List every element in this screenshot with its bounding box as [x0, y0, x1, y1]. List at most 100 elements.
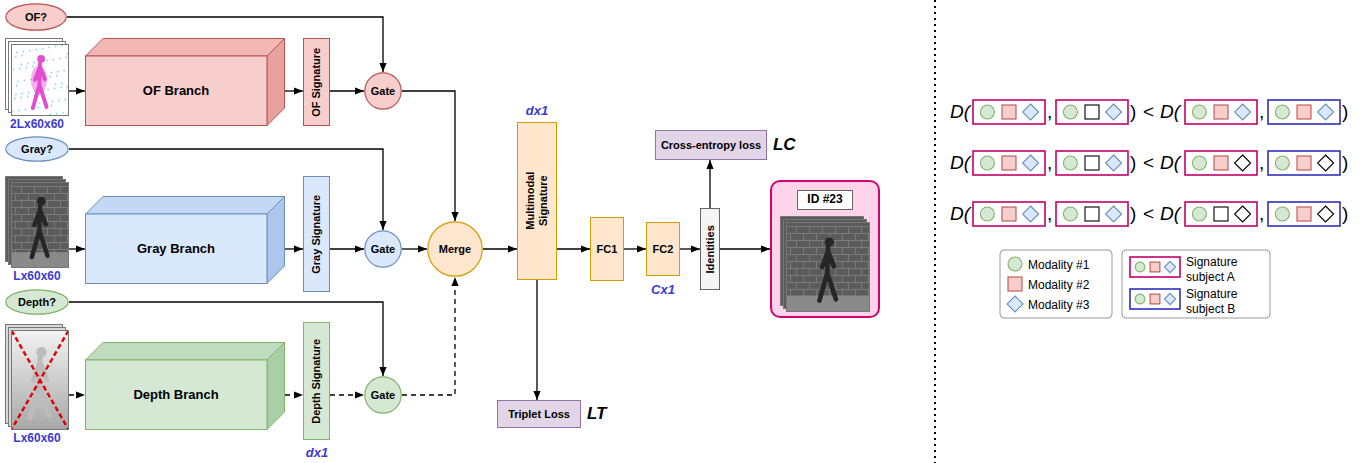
text-holder: ID #23 — [772, 188, 878, 212]
frame-ground — [12, 183, 69, 268]
frame-ground — [12, 331, 69, 430]
node-shape — [85, 342, 285, 430]
wall-line — [796, 241, 797, 248]
wall-line — [47, 187, 48, 194]
node-label: Gray? — [21, 143, 53, 156]
node-label: Cross-entropy loss — [661, 139, 761, 152]
wall-line — [842, 248, 843, 255]
node-shape — [85, 38, 285, 126]
legend-swatch — [1008, 257, 1022, 271]
modality-diamond — [1235, 155, 1251, 171]
wall-line — [54, 194, 55, 201]
wall-line — [12, 193, 69, 194]
flow-dot — [50, 105, 52, 107]
flow-dot — [26, 67, 28, 69]
wall-line — [28, 236, 29, 243]
output-box: Identities — [700, 208, 720, 290]
wall-line — [21, 201, 22, 208]
equation-symbol: , — [1047, 101, 1052, 122]
wall-line — [842, 234, 843, 241]
signature-frame — [1268, 100, 1340, 124]
label-holder: , — [1259, 151, 1264, 175]
label-holder: D( — [950, 151, 970, 175]
signature-box: Depth Signature — [303, 322, 330, 440]
wall-line — [796, 255, 797, 262]
node-shape — [5, 38, 69, 116]
wall-line — [803, 234, 804, 241]
wall-line — [796, 227, 797, 234]
wall-line — [861, 269, 862, 276]
node-label: OF Branch — [143, 84, 209, 99]
wall-line — [47, 229, 48, 236]
equation-symbol: , — [1259, 203, 1264, 224]
legend-text: Modality #3 — [1028, 298, 1089, 312]
cube-front — [86, 56, 268, 126]
modality-diamond — [1106, 155, 1122, 171]
ellipse-outline — [6, 137, 68, 161]
equation-symbol: D( — [950, 152, 970, 173]
loss-symbol: LC — [773, 135, 796, 155]
modality-square — [1002, 207, 1016, 221]
text-holder: OF Branch — [85, 56, 267, 126]
legend-entry: Modality #1 — [1028, 256, 1089, 272]
equation-symbol: , — [1047, 152, 1052, 173]
node-shape — [5, 176, 69, 268]
connector-arrow — [402, 248, 427, 249]
merge-circle: Merge — [427, 221, 483, 277]
flow-dot — [57, 71, 59, 73]
modality-diamond — [1235, 206, 1251, 222]
loss-box: Triplet LossLT — [497, 400, 581, 428]
fc-layer: FC1 — [590, 217, 624, 281]
node-label: Identities — [704, 225, 717, 273]
label-holder: ) — [1342, 100, 1348, 124]
wall-line — [855, 262, 856, 269]
flow-dot — [35, 49, 37, 51]
modality-diamond — [1007, 296, 1023, 312]
modality-switch: Depth? — [5, 289, 69, 315]
flow-dot — [56, 75, 58, 77]
flow-dot — [51, 101, 53, 103]
equation-symbol: D( — [1160, 203, 1180, 224]
frame-picture — [12, 45, 69, 116]
input-frames: Lx60x60 — [5, 176, 69, 284]
wall-line — [842, 262, 843, 269]
signature-frame — [1056, 202, 1128, 226]
text-holder: Cross-entropy loss — [656, 131, 766, 159]
wall-line — [816, 276, 817, 283]
label-holder: , — [1259, 202, 1264, 226]
flow-dot — [62, 112, 64, 114]
wall-line — [12, 186, 69, 187]
signature-frame — [1130, 289, 1180, 309]
wall-line — [67, 208, 68, 215]
flow-dot — [21, 93, 23, 95]
dimension-label: Lx60x60 — [13, 432, 60, 446]
flow-dot — [59, 58, 61, 60]
flow-dot — [42, 48, 44, 50]
floor — [787, 295, 870, 311]
modality-diamond — [1318, 206, 1334, 222]
connector-arrow — [709, 160, 710, 208]
label-holder: < — [1143, 100, 1154, 124]
connector-arrow — [330, 394, 364, 395]
text-holder: Gate — [364, 72, 402, 110]
circle-outline — [428, 222, 482, 276]
wall-line — [809, 255, 810, 262]
flow-dot — [33, 62, 35, 64]
connector-arrow — [285, 90, 303, 91]
connector-arrow — [69, 394, 85, 395]
node-label: Gray Signature — [310, 195, 323, 274]
connector-arrow — [285, 248, 303, 249]
cube-side — [267, 197, 285, 284]
flow-dot — [48, 47, 50, 49]
wall-line — [855, 276, 856, 283]
signature-frame — [1130, 257, 1180, 277]
wall-line — [21, 215, 22, 222]
frame-picture — [787, 223, 870, 312]
text-holder: Gate — [364, 230, 402, 268]
legend-text: Signature subject B — [1186, 287, 1237, 316]
node-label: Gate — [371, 243, 395, 256]
wall-line — [21, 187, 22, 194]
modality-circle — [1275, 156, 1289, 170]
legend-text: Modality #2 — [1028, 278, 1089, 292]
